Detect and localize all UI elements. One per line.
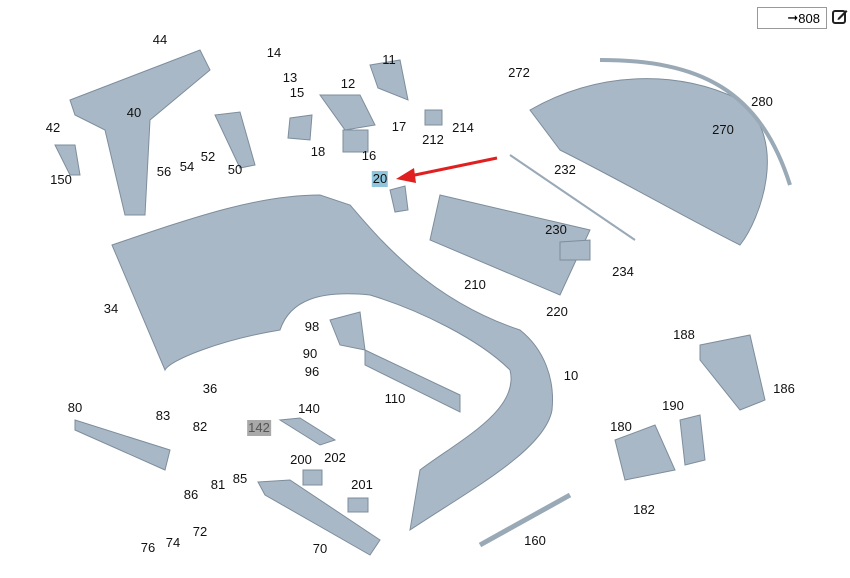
edit-icon[interactable] [832,8,848,24]
part-label-210[interactable]: 210 [464,277,486,292]
part-210-grille [429,194,591,296]
part-label-86[interactable]: 86 [183,487,199,502]
part-label-44[interactable]: 44 [152,32,168,47]
part-140 [278,417,337,446]
part-label-56[interactable]: 56 [156,164,172,179]
part-label-232[interactable]: 232 [554,162,576,177]
part-201 [347,497,369,513]
part-212 [424,109,443,126]
part-label-140[interactable]: 140 [298,401,320,416]
part-label-18[interactable]: 18 [310,144,326,159]
part-label-160[interactable]: 160 [524,533,546,548]
part-label-186[interactable]: 186 [773,381,795,396]
part-label-200[interactable]: 200 [290,452,312,467]
part-label-16[interactable]: 16 [361,148,377,163]
part-label-98[interactable]: 98 [304,319,320,334]
part-232-rod [509,154,636,241]
part-270-diffuser [529,78,768,246]
red-arrow [396,156,498,183]
part-label-80[interactable]: 80 [67,400,83,415]
part-label-142[interactable]: 142 [247,420,271,436]
part-label-50[interactable]: 50 [227,162,243,177]
part-label-110[interactable]: 110 [384,391,406,406]
part-80 [74,419,171,471]
part-label-52[interactable]: 52 [200,149,216,164]
part-label-11[interactable]: 11 [382,52,396,67]
part-label-90[interactable]: 90 [302,346,318,361]
part-160 [478,492,572,548]
part-label-40[interactable]: 40 [126,105,142,120]
part-98 [329,311,366,351]
part-label-13[interactable]: 13 [282,70,298,85]
part-label-270[interactable]: 270 [712,122,734,137]
part-label-34[interactable]: 34 [103,301,119,316]
part-label-76[interactable]: 76 [140,540,156,555]
part-10-bumper [111,194,554,532]
part-label-212[interactable]: 212 [422,132,444,147]
part-50 [214,111,256,169]
part-186 [699,334,766,411]
part-label-74[interactable]: 74 [165,535,181,550]
arrow-icon: ➞ [787,10,799,25]
part-label-272[interactable]: 272 [508,65,530,80]
part-40-bracket [69,49,211,216]
part-label-72[interactable]: 72 [192,524,208,539]
part-label-10[interactable]: 10 [563,368,579,383]
part-label-182[interactable]: 182 [633,502,655,517]
reference-box[interactable]: ➞ 808 [757,7,827,29]
part-label-15[interactable]: 15 [289,85,305,100]
part-label-42[interactable]: 42 [45,120,61,135]
part-70 [257,479,381,556]
part-20 [389,185,409,213]
part-label-201[interactable]: 201 [351,477,373,492]
part-label-20[interactable]: 20 [371,171,389,187]
part-label-12[interactable]: 12 [340,76,356,91]
part-label-150[interactable]: 150 [50,172,72,187]
part-18 [287,114,313,141]
part-11 [369,59,409,101]
part-280-trim [599,58,792,186]
part-label-220[interactable]: 220 [546,304,568,319]
part-label-214[interactable]: 214 [452,120,474,135]
part-190 [679,414,706,466]
part-label-70[interactable]: 70 [312,541,328,556]
part-label-17[interactable]: 17 [391,119,407,134]
part-16 [342,129,369,153]
reference-number: 808 [798,10,820,26]
part-230 [559,239,591,261]
part-label-234[interactable]: 234 [612,264,634,279]
part-label-190[interactable]: 190 [662,398,684,413]
part-label-54[interactable]: 54 [179,159,195,174]
part-label-180[interactable]: 180 [610,419,632,434]
part-label-230[interactable]: 230 [545,222,567,237]
part-label-81[interactable]: 81 [210,477,226,492]
part-label-83[interactable]: 83 [155,408,171,423]
part-150 [54,144,81,176]
part-110 [364,349,461,413]
part-label-96[interactable]: 96 [304,364,320,379]
part-label-85[interactable]: 85 [232,471,248,486]
part-label-14[interactable]: 14 [266,45,282,60]
part-12 [319,94,376,131]
part-label-280[interactable]: 280 [751,94,773,109]
part-label-36[interactable]: 36 [202,381,218,396]
part-200 [302,469,323,486]
part-label-82[interactable]: 82 [192,419,208,434]
part-label-202[interactable]: 202 [324,450,346,465]
part-180 [614,424,676,481]
part-label-188[interactable]: 188 [673,327,695,342]
